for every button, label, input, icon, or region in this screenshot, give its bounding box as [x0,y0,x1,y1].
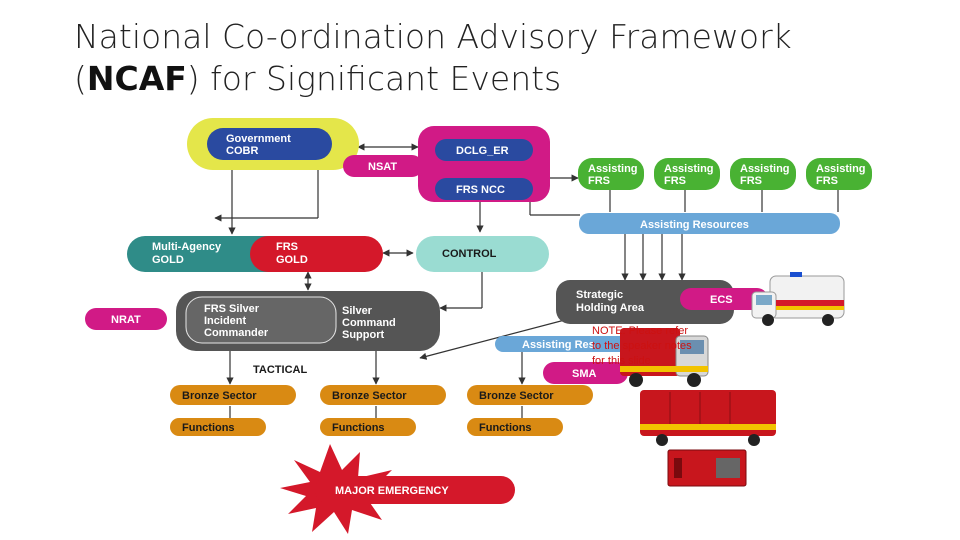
title-line-2: (NCAF) for Significant Events [74,58,894,100]
multi-agency-label: Multi-Agency [152,241,222,253]
assisting-frs-sub: FRS [588,175,610,187]
assisting-resources-node: Assisting Resources [579,213,840,234]
functions-label: Functions [332,422,385,434]
assisting-resources-label: Assisting Resources [640,219,749,231]
nrat-label: NRAT [111,314,141,326]
control-node: CONTROL [416,236,549,272]
equipment-pod-image [667,449,747,487]
bronze-sector-node: Bronze Sector [467,385,593,405]
sma-label: SMA [572,368,597,380]
functions-node: Functions [170,418,266,436]
gold-label: GOLD [152,254,184,266]
title-paren: ( [74,59,87,98]
functions-node: Functions [467,418,563,436]
assisting-frs-label: Assisting [816,163,866,175]
frs-silver-label: FRS Silver [204,303,260,315]
note-line-1: NOTE: Please refer [592,325,688,337]
assisting-frs-node: Assisting FRS [806,158,872,190]
assisting-frs-node: Assisting FRS [730,158,796,190]
government-cobr-node: Government COBR [187,118,359,170]
functions-label: Functions [479,422,532,434]
speaker-note: NOTE: Please refer to the speaker notes … [592,324,712,369]
incident-label: Incident [204,315,247,327]
assisting-frs-sub: FRS [664,175,686,187]
functions-node: Functions [320,418,416,436]
title-acronym: NCAF [86,59,187,98]
note-line-2: to the speaker notes [592,340,692,352]
nsat-node: NSAT [343,155,423,177]
ambulance-image [751,272,845,326]
ecs-label: ECS [710,294,733,306]
nsat-label: NSAT [368,161,397,173]
ecs-node: ECS [680,288,768,310]
bronze-sector-label: Bronze Sector [182,390,257,402]
assisting-res-label: Assisting Res [522,339,595,351]
support-label: Support [342,329,384,341]
strategic-label: Strategic [576,289,623,301]
slide-title: National Co-ordination Advisory Framewor… [74,16,894,100]
functions-label: Functions [182,422,235,434]
tactical-label: TACTICAL [253,364,307,376]
assisting-frs-sub: FRS [740,175,762,187]
control-label: CONTROL [442,248,497,260]
pod-vehicle-image [640,390,776,446]
assisting-resources-tactical-node: Assisting Res [495,336,630,352]
silver-label: Silver [342,305,373,317]
title-rest: ) for Significant Events [186,59,562,98]
bronze-sector-node: Bronze Sector [170,385,296,405]
holding-area-label: Holding Area [576,302,645,314]
assisting-frs-label: Assisting [588,163,638,175]
silver-command-node: FRS Silver Incident Commander Silver Com… [176,291,440,351]
note-line-3: for this slide [592,355,651,367]
nrat-node: NRAT [85,308,167,330]
major-emergency-node: MAJOR EMERGENCY [280,444,515,534]
cobr-label: COBR [226,145,258,157]
sma-node: SMA [543,362,628,384]
assisting-frs-node: Assisting FRS [654,158,720,190]
multi-agency-gold-node: Multi-Agency GOLD [127,236,287,272]
command-label: Command [342,317,396,329]
commander-label: Commander [204,327,269,339]
assisting-frs-label: Assisting [664,163,714,175]
frs-gold-node: FRS GOLD [250,236,383,272]
dclg-label: DCLG_ER [456,145,509,157]
bronze-sector-label: Bronze Sector [479,390,554,402]
bronze-sector-label: Bronze Sector [332,390,407,402]
frs-gold-label: FRS [276,241,298,253]
frs-ncc-label: FRS NCC [456,184,505,196]
bronze-sector-node: Bronze Sector [320,385,446,405]
assisting-frs-sub: FRS [816,175,838,187]
title-line-1: National Co-ordination Advisory Framewor… [74,17,792,56]
government-label: Government [226,133,291,145]
assisting-frs-node: Assisting FRS [578,158,644,190]
fire-truck-image [620,328,709,387]
major-emergency-label: MAJOR EMERGENCY [335,485,449,497]
dclg-frs-ncc-node: DCLG_ER FRS NCC [418,126,550,202]
frs-gold-sub: GOLD [276,254,308,266]
assisting-frs-label: Assisting [740,163,790,175]
